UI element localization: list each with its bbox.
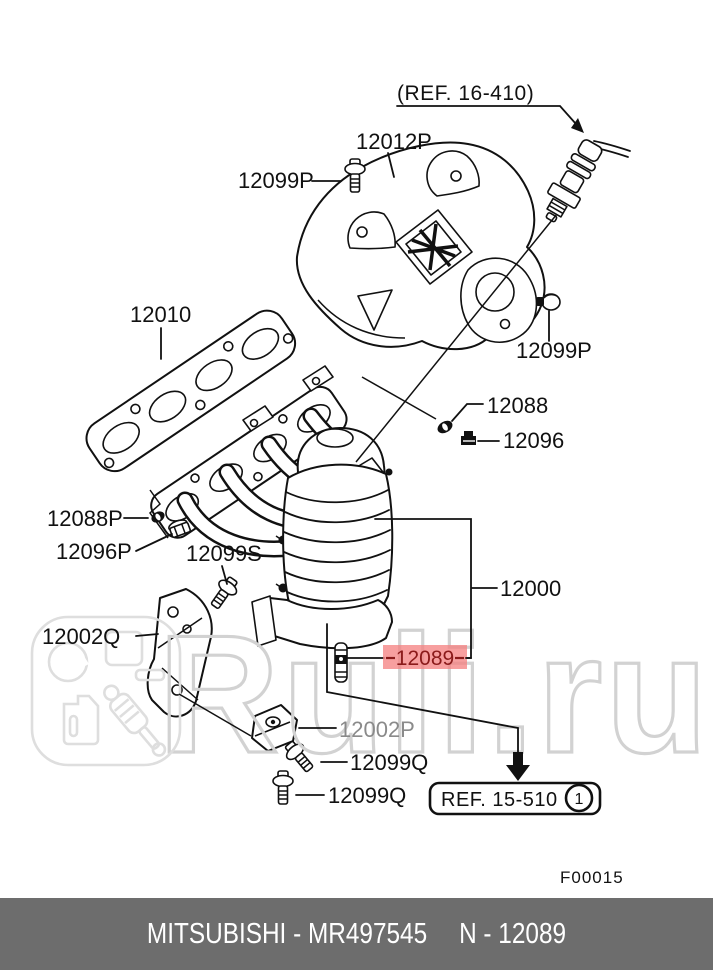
watermark-text: Ruli.ru — [158, 600, 711, 788]
ref-bottom-text: REF. 15-510 — [441, 789, 558, 811]
leader-lines — [123, 105, 584, 796]
part-label-12000: 12000 — [500, 576, 561, 601]
bracket-12002p-drawing — [251, 704, 298, 752]
part-label-12099q-lower: 12099Q — [328, 783, 406, 808]
ref-link-top: (REF. 16-410) — [397, 82, 534, 105]
heat-shield-drawing — [295, 141, 546, 351]
selected-part-number[interactable]: 12089 — [396, 647, 454, 670]
figure-code: F00015 — [560, 868, 624, 887]
stud-12089-icon — [334, 642, 348, 683]
part-label-12002q: 12002Q — [42, 624, 120, 649]
part-label-12088p: 12088P — [47, 506, 123, 531]
part-label-12012p: 12012P — [356, 129, 432, 154]
nut-12096-icon — [461, 431, 476, 445]
part-label-12096p: 12096P — [56, 539, 132, 564]
part-label-12099p-right: 12099P — [516, 338, 592, 363]
watermark: Ruli.ru — [30, 598, 711, 790]
part-label-12099s: 12099S — [186, 541, 262, 566]
ref-link-bottom: REF. 15-510 1 — [428, 781, 602, 816]
exhaust-gasket-drawing — [85, 309, 297, 473]
part-label-12088: 12088 — [487, 393, 548, 418]
part-label-12002p: 12002P — [339, 717, 415, 742]
part-label-12099p-top: 12099P — [238, 168, 314, 193]
bolt-12099p-right-icon — [536, 293, 561, 311]
oxygen-sensor-drawing — [545, 139, 631, 223]
selected-part-label[interactable]: 12089 — [383, 645, 472, 670]
footer-brand-part: MITSUBISHI - MR497545 — [146, 917, 428, 950]
ref-badge-number: 1 — [575, 791, 584, 808]
watermark-logo — [30, 615, 182, 767]
footer-text: MITSUBISHI - MR497545 N - 12089 — [147, 918, 566, 951]
down-arrow-icon — [506, 752, 530, 781]
part-label-12099q-upper: 12099Q — [350, 750, 428, 775]
footer-catalog-code: N - 12089 — [459, 917, 567, 950]
part-label-12096: 12096 — [503, 428, 564, 453]
washer-12088-icon — [437, 420, 453, 434]
catalytic-converter-drawing — [251, 427, 394, 650]
ref-badge-circle — [564, 783, 594, 813]
part-label-12010: 12010 — [130, 302, 191, 327]
footer-bar: MITSUBISHI - MR497545 N - 12089 — [0, 898, 713, 970]
nut-12096p-icon — [168, 519, 192, 539]
